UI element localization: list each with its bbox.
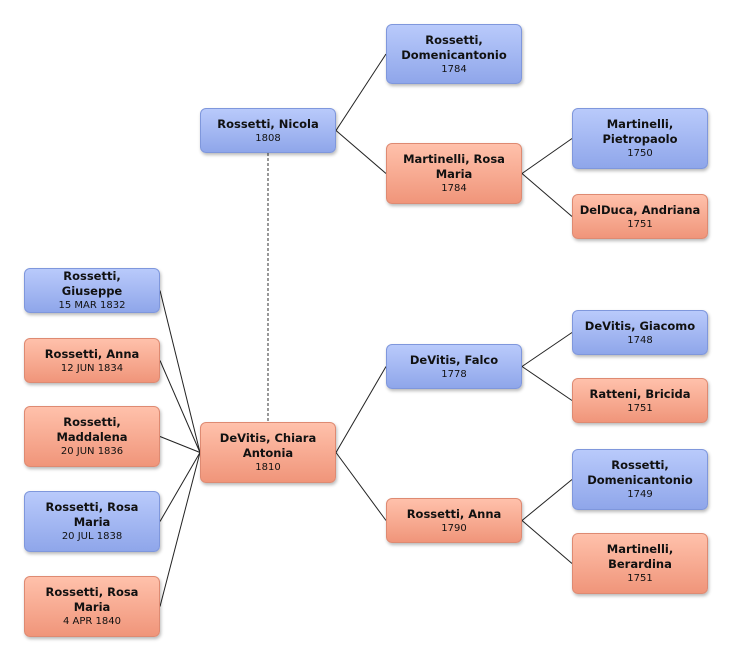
person-date: 15 MAR 1832 [58,300,126,311]
child-link-0 [159,290,201,453]
person-box-spouse-parents-mother[interactable]: Martinelli, Rosa Maria 1784 [386,143,522,204]
person-date: 1790 [441,522,467,534]
child-link-3 [159,452,201,522]
person-box-spouse-maternal-grandparents-father[interactable]: Martinelli, Pietropaolo 1750 [572,108,708,169]
person-box-focus[interactable]: DeVitis, Chiara Antonia 1810 [200,422,336,483]
person-name: Martinelli, Berardina [606,542,674,571]
person-name: Rossetti, Rosa Maria [45,500,139,529]
person-date: 1751 [627,218,653,230]
person-date: 1808 [255,132,281,144]
spouse-parents-mother-link [335,130,387,174]
person-date: 4 APR 1840 [63,616,121,627]
child-link-4 [159,452,201,607]
person-box-children-4[interactable]: Rossetti, Rosa Maria 4 APR 1840 [24,576,160,637]
person-name: Martinelli, Pietropaolo [602,117,678,146]
person-name: DeVitis, Chiara Antonia [219,431,317,460]
person-name: Ratteni, Bricida [589,386,691,401]
maternal-grandparents-mother-link [521,520,573,564]
person-name: Rossetti, Domenicantonio [587,458,693,487]
person-name: Rossetti, Nicola [217,116,319,131]
person-box-maternal-grandparents-father[interactable]: Rossetti, Domenicantonio 1749 [572,449,708,510]
person-date: 1748 [627,334,653,346]
focus-parents-mother-link [335,452,387,521]
person-date: 1784 [441,63,467,75]
spouse-maternal-grandparents-father-link [521,138,573,174]
person-box-children-0[interactable]: Rossetti, Giuseppe 15 MAR 1832 [24,268,160,313]
person-date: 20 JUN 1836 [60,446,124,457]
person-date: 1749 [627,489,653,500]
person-name: Rossetti, Maddalena [56,415,128,444]
person-name: Rossetti, Anna [44,346,140,361]
person-name: DeVitis, Giacomo [584,318,696,333]
paternal-grandparents-mother-link [521,366,573,401]
spouse-maternal-grandparents-mother-link [521,173,573,217]
person-name: Rossetti, Anna [406,506,502,521]
person-date: 1751 [627,402,653,414]
person-name: DelDuca, Andriana [579,202,701,217]
person-box-children-3[interactable]: Rossetti, Rosa Maria 20 JUL 1838 [24,491,160,552]
person-box-maternal-grandparents-mother[interactable]: Martinelli, Berardina 1751 [572,533,708,594]
person-name: Rossetti, Domenicantonio [401,32,507,62]
spouse-parents-father-link [335,53,387,131]
paternal-grandparents-father-link [521,332,573,367]
focus-parents-father-link [335,366,387,453]
person-date: 1810 [255,462,281,473]
person-box-children-2[interactable]: Rossetti, Maddalena 20 JUN 1836 [24,406,160,467]
child-link-1 [159,360,201,453]
person-date: 1778 [441,368,467,380]
maternal-grandparents-father-link [521,479,573,521]
person-name: Martinelli, Rosa Maria [403,152,505,181]
person-date: 1750 [627,148,653,159]
person-date: 1751 [627,573,653,584]
person-date: 1784 [441,183,467,194]
person-date: 12 JUN 1834 [60,362,124,374]
child-link-2 [159,436,201,453]
person-name: Rossetti, Giuseppe [61,269,123,298]
person-name: Rossetti, Rosa Maria [45,585,139,614]
person-date: 20 JUL 1838 [61,531,123,542]
person-name: DeVitis, Falco [409,352,499,367]
